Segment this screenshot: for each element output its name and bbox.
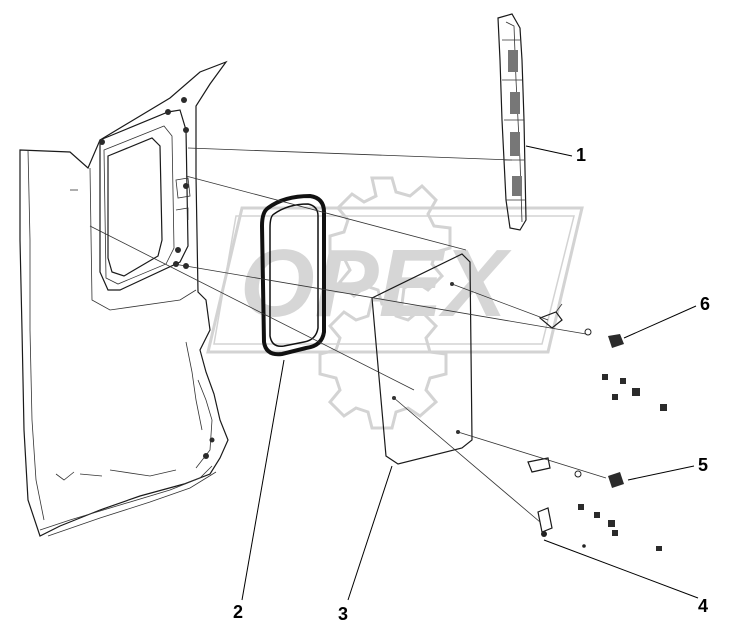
callout-2: 2 — [233, 602, 244, 622]
watermark-gear-icon — [328, 176, 452, 306]
fasteners-group — [527, 303, 667, 551]
watermark-text: OPEX — [240, 230, 512, 337]
callout-1: 1 — [576, 145, 587, 165]
side-panel — [19, 60, 229, 537]
callout-5: 5 — [698, 455, 709, 475]
part-1-bracket — [497, 13, 527, 231]
callout-4: 4 — [698, 596, 709, 616]
callout-3: 3 — [338, 604, 349, 624]
opex-watermark: OPEX — [206, 176, 584, 430]
callout-6: 6 — [700, 294, 711, 314]
leader-lines — [241, 145, 699, 601]
assembly-lines — [89, 147, 607, 523]
